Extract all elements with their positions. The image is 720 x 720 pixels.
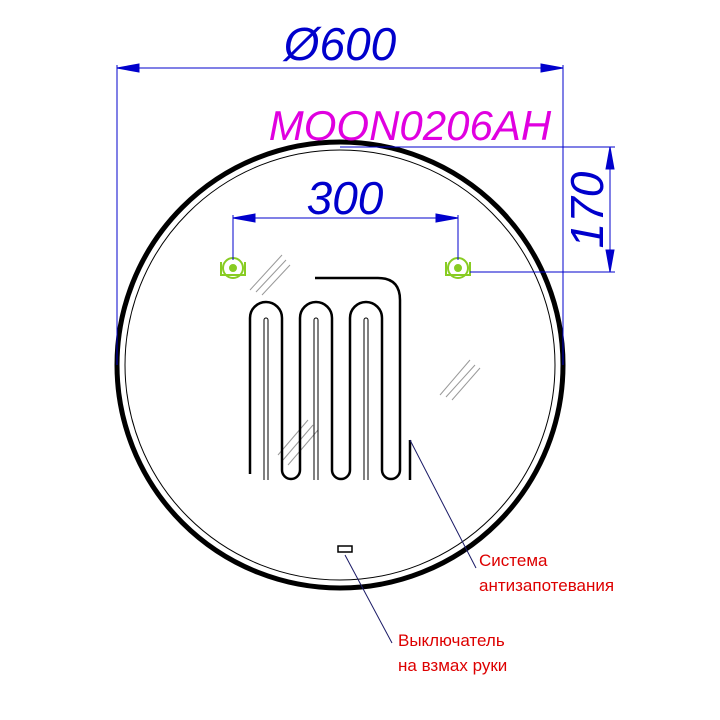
- hook-offset-arrow-bottom: [605, 249, 615, 273]
- glass-reflection-marks: [249, 254, 481, 466]
- diameter-dimension: [116, 63, 564, 365]
- right-hook-icon: [445, 257, 471, 279]
- mirror-inner-rim: [124, 149, 556, 581]
- hand-wave-switch-icon: [337, 545, 353, 553]
- hook-spacing-dimension: [232, 213, 459, 260]
- hook-offset-arrow-top: [605, 146, 615, 170]
- diameter-arrow-left: [116, 63, 140, 73]
- model-label: MOON0206AH: [269, 102, 552, 149]
- hook-offset-label: 170: [561, 171, 613, 248]
- heating-coil-inner: [263, 317, 369, 480]
- diameter-label: Ø600: [282, 18, 397, 70]
- antifog-leader-line: [409, 439, 477, 569]
- hook-spacing-arrow-left: [232, 213, 256, 223]
- switch-label-line1: Выключатель: [398, 631, 505, 650]
- switch-label-line2: на взмах руки: [398, 656, 507, 675]
- hook-spacing-arrow-right: [435, 213, 459, 223]
- diameter-arrow-right: [540, 63, 564, 73]
- switch-leader-line: [344, 554, 393, 644]
- hook-spacing-label: 300: [307, 172, 384, 224]
- antifog-heating-element: [248, 276, 412, 481]
- antifog-callout: Система антизапотевания: [479, 551, 614, 595]
- antifog-label-line2: антизапотевания: [479, 576, 614, 595]
- antifog-label-line1: Система: [479, 551, 548, 570]
- left-hook-icon: [220, 257, 246, 279]
- switch-callout: Выключатель на взмах руки: [398, 631, 507, 675]
- heating-coil-outline: [248, 276, 402, 481]
- hook-offset-dimension: [340, 146, 615, 273]
